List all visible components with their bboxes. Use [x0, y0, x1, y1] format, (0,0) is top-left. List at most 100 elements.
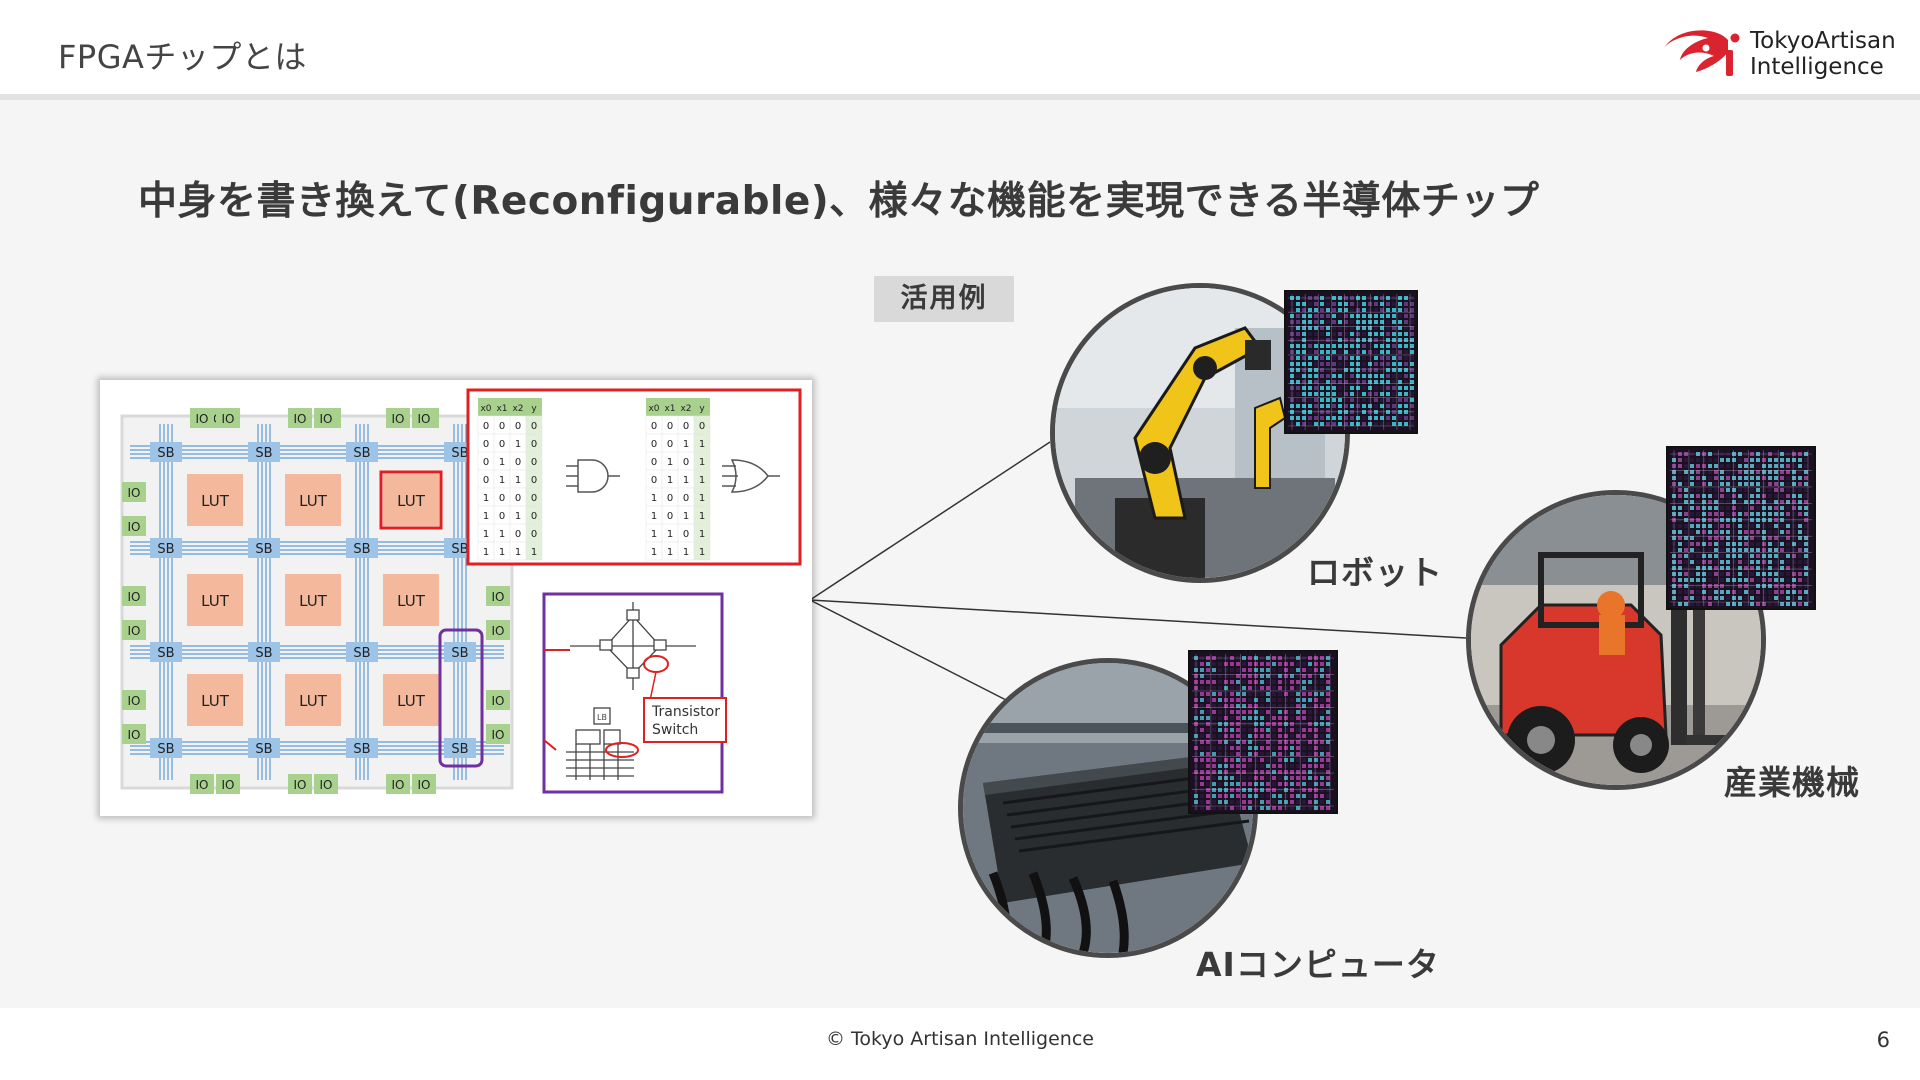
- heatmap-cell: [1212, 746, 1216, 750]
- heatmap-cell: [1254, 680, 1258, 684]
- heatmap-cell: [1320, 704, 1324, 708]
- heatmap-cell: [1714, 590, 1718, 594]
- heatmap-cell: [1374, 374, 1378, 378]
- heatmap-cell: [1798, 470, 1802, 474]
- heatmap-cell: [1248, 770, 1252, 774]
- heatmap-cell: [1756, 542, 1760, 546]
- lut-label: LUT: [201, 592, 230, 610]
- heatmap-cell: [1308, 356, 1312, 360]
- heatmap-cell: [1690, 548, 1694, 552]
- heatmap-cell: [1278, 704, 1282, 708]
- heatmap-cell: [1326, 398, 1330, 402]
- heatmap-cell: [1296, 776, 1300, 780]
- heatmap-cell: [1314, 704, 1318, 708]
- heatmap-cell: [1296, 680, 1300, 684]
- heatmap-cell: [1248, 680, 1252, 684]
- heatmap-cell: [1230, 680, 1234, 684]
- heatmap-cell: [1290, 716, 1294, 720]
- heatmap-cell: [1320, 788, 1324, 792]
- heatmap-cell: [1350, 332, 1354, 336]
- io-block: [486, 620, 510, 640]
- switch-block: [150, 738, 182, 758]
- heatmap-cell: [1392, 356, 1396, 360]
- heatmap-cell: [1696, 476, 1700, 480]
- heatmap-cell: [1726, 494, 1730, 498]
- heatmap-cell: [1284, 806, 1288, 810]
- heatmap-cell: [1320, 380, 1324, 384]
- heatmap-cell: [1678, 464, 1682, 468]
- heatmap-cell: [1218, 764, 1222, 768]
- heatmap-cell: [1362, 344, 1366, 348]
- heatmap-cell: [1272, 794, 1276, 798]
- heatmap-cell: [1296, 332, 1300, 336]
- table-header-text: x1: [664, 404, 675, 414]
- heatmap-cell: [1326, 806, 1330, 810]
- heatmap-cell: [1260, 716, 1264, 720]
- heatmap-cell: [1338, 332, 1342, 336]
- heatmap-cell: [1732, 584, 1736, 588]
- heatmap-cell: [1798, 596, 1802, 600]
- heatmap-cell: [1768, 566, 1772, 570]
- heatmap-cell: [1696, 542, 1700, 546]
- heatmap-cell: [1314, 734, 1318, 738]
- heatmap-cell: [1762, 500, 1766, 504]
- heatmap-cell: [1302, 362, 1306, 366]
- heatmap-cell: [1744, 524, 1748, 528]
- heatmap-cell: [1410, 308, 1414, 312]
- heatmap-cell: [1756, 464, 1760, 468]
- heatmap-cell: [1338, 302, 1342, 306]
- table-cell-text: 1: [651, 529, 657, 540]
- heatmap-cell: [1326, 740, 1330, 744]
- heatmap-cell: [1380, 416, 1384, 420]
- heatmap-cell: [1362, 314, 1366, 318]
- table-cell-text: 1: [699, 457, 705, 468]
- heatmap-cell: [1762, 482, 1766, 486]
- heatmap-cell: [1344, 338, 1348, 342]
- heatmap-cell: [1296, 326, 1300, 330]
- heatmap-cell: [1296, 752, 1300, 756]
- heatmap-cell: [1230, 692, 1234, 696]
- heatmap-cell: [1326, 668, 1330, 672]
- heatmap-cell: [1350, 380, 1354, 384]
- heatmap-cell: [1744, 530, 1748, 534]
- heatmap-cell: [1726, 548, 1730, 552]
- heatmap-cell: [1392, 386, 1396, 390]
- heatmap-cell: [1750, 536, 1754, 540]
- heatmap-cell: [1320, 326, 1324, 330]
- heatmap-cell: [1798, 530, 1802, 534]
- heatmap-cell: [1768, 470, 1772, 474]
- heatmap-cell: [1218, 692, 1222, 696]
- heatmap-cell: [1792, 512, 1796, 516]
- heatmap-cell: [1798, 500, 1802, 504]
- heatmap-cell: [1410, 416, 1414, 420]
- heatmap-cell: [1726, 596, 1730, 600]
- heatmap-cell: [1302, 710, 1306, 714]
- heatmap-cell: [1230, 668, 1234, 672]
- table-cell-text: 1: [699, 547, 705, 558]
- heatmap-cell: [1278, 692, 1282, 696]
- table-cell-text: 1: [683, 511, 689, 522]
- heatmap-cell: [1762, 548, 1766, 552]
- table-cell-text: 0: [515, 529, 521, 540]
- heatmap-cell: [1218, 710, 1222, 714]
- heatmap-cell: [1696, 572, 1700, 576]
- heatmap-cell: [1374, 416, 1378, 420]
- lut-label: LUT: [299, 492, 328, 510]
- heatmap-cell: [1696, 590, 1700, 594]
- heatmap-cell: [1786, 458, 1790, 462]
- heatmap-cell: [1254, 704, 1258, 708]
- heatmap-cell: [1218, 704, 1222, 708]
- highlighted-lut: [379, 470, 443, 530]
- heatmap-cell: [1296, 350, 1300, 354]
- heatmap-cell: [1684, 506, 1688, 510]
- heatmap-cell: [1714, 554, 1718, 558]
- heatmap-cell: [1308, 374, 1312, 378]
- heatmap-cell: [1714, 482, 1718, 486]
- heatmap-cell: [1744, 578, 1748, 582]
- heatmap-cell: [1314, 746, 1318, 750]
- switch-block: [346, 442, 378, 462]
- heatmap-cell: [1308, 416, 1312, 420]
- switch-block-label: SB: [353, 542, 370, 557]
- heatmap-cell: [1720, 536, 1724, 540]
- io-label: IO: [320, 412, 333, 426]
